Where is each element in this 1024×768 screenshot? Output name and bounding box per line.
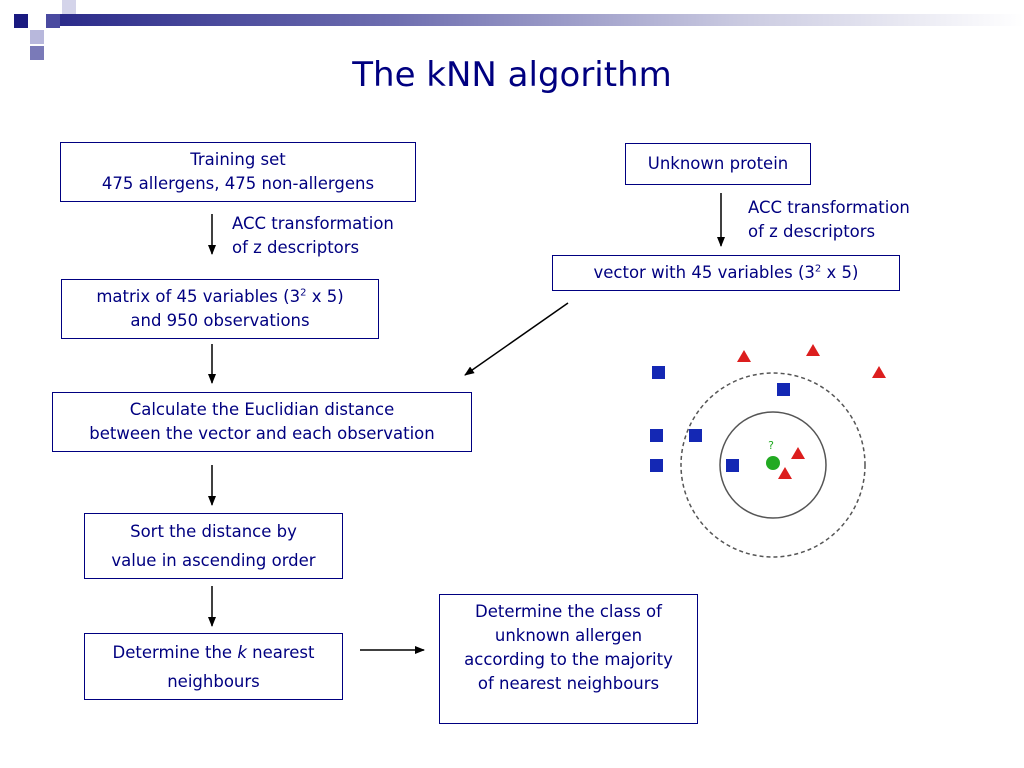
result-class-box: Determine the class of unknown allergen …	[439, 594, 698, 724]
class-square-marker	[777, 383, 790, 396]
query-mark: ?	[768, 439, 774, 452]
right-acc-label: ACC transformation of z descriptors	[748, 196, 910, 244]
arrow-vector-to-euclidian	[464, 302, 569, 376]
inner-neighbourhood-circle	[719, 411, 827, 519]
training-set-box: Training set 475 allergens, 475 non-alle…	[60, 142, 416, 202]
vector-exponent: 2	[814, 263, 822, 275]
class-triangle-marker	[806, 344, 820, 356]
euclidian-distance-box: Calculate the Euclidian distance between…	[52, 392, 472, 452]
slide-title: The kNN algorithm	[352, 55, 672, 95]
vector-text-pre: vector with 45 variables (3	[593, 263, 815, 282]
header-square-dark	[14, 14, 28, 28]
left-acc-label: ACC transformation of z descriptors	[232, 212, 394, 260]
matrix-exponent: 2	[300, 287, 307, 299]
unknown-protein-label: Unknown protein	[647, 154, 789, 173]
knn-text-pre: Determine the	[112, 642, 238, 662]
matrix-box: matrix of 45 variables (32 x 5) and 950 …	[61, 279, 379, 339]
class-square-marker	[689, 429, 702, 442]
euclidian-line1: Calculate the Euclidian distance	[129, 400, 395, 419]
sort-distance-box: Sort the distance by value in ascending …	[84, 513, 343, 579]
vector-box: vector with 45 variables (32 x 5)	[552, 255, 900, 291]
class-square-marker	[726, 459, 739, 472]
k-nearest-box: Determine the k nearest neighbours	[84, 633, 343, 700]
right-acc-line2: of z descriptors	[748, 222, 876, 241]
result-line1: Determine the class of	[475, 602, 662, 621]
class-triangle-marker	[791, 447, 805, 459]
class-square-marker	[650, 429, 663, 442]
header-square-mid2	[30, 46, 44, 60]
matrix-text-post: x 5)	[306, 287, 344, 306]
knn-k-italic: k	[237, 642, 247, 662]
sort-line2: value in ascending order	[111, 551, 316, 570]
matrix-text-pre: matrix of 45 variables (3	[96, 287, 301, 306]
training-set-counts: 475 allergens, 475 non-allergens	[101, 174, 375, 193]
unknown-protein-box: Unknown protein	[625, 143, 811, 185]
matrix-observations: and 950 observations	[130, 311, 310, 330]
class-triangle-marker	[778, 467, 792, 479]
knn-text-post: nearest	[246, 642, 315, 662]
header-square-faint	[62, 0, 76, 14]
sort-line1: Sort the distance by	[130, 522, 297, 541]
class-triangle-marker	[737, 350, 751, 362]
header-square-mid	[46, 14, 60, 28]
header-gradient-band	[60, 14, 1024, 26]
knn-line2: neighbours	[167, 671, 260, 691]
vector-text-post: x 5)	[821, 263, 859, 282]
class-square-marker	[650, 459, 663, 472]
training-set-label: Training set	[190, 150, 286, 169]
outer-neighbourhood-circle	[680, 372, 866, 558]
header-square-light	[30, 30, 44, 44]
class-square-marker	[652, 366, 665, 379]
class-triangle-marker	[872, 366, 886, 378]
left-acc-line2: of z descriptors	[232, 238, 360, 257]
left-acc-line1: ACC transformation	[232, 214, 394, 233]
result-line2: unknown allergen	[494, 626, 643, 645]
euclidian-line2: between the vector and each observation	[89, 424, 435, 443]
query-point	[766, 456, 780, 470]
result-line4: of nearest neighbours	[477, 674, 660, 693]
right-acc-line1: ACC transformation	[748, 198, 910, 217]
result-line3: according to the majority	[464, 650, 673, 669]
